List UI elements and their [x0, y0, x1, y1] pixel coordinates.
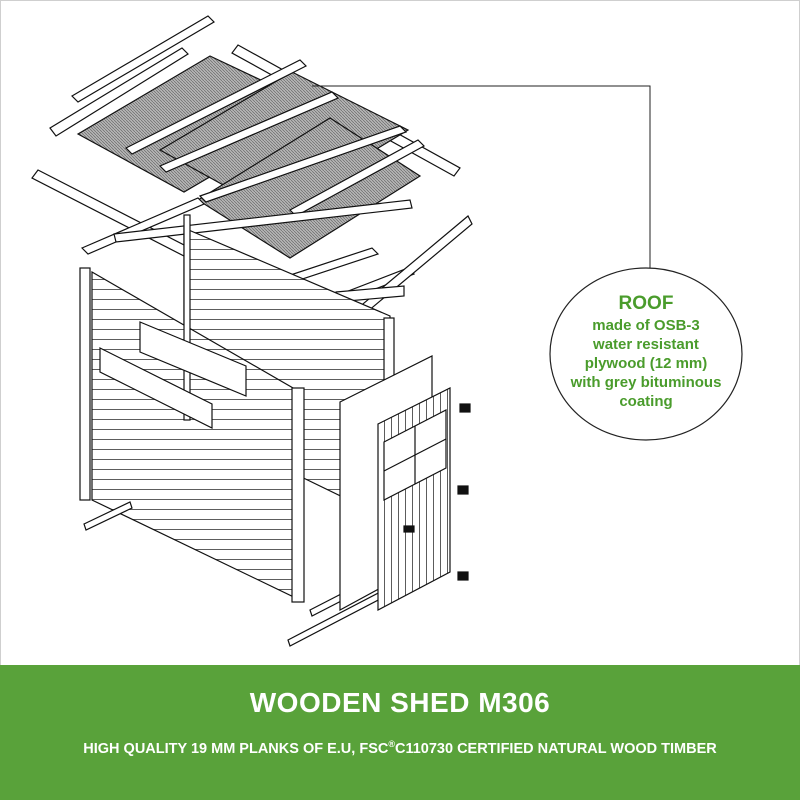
roof-fascia-rear: [71, 15, 215, 103]
product-subtitle: HIGH QUALITY 19 MM PLANKS OF E.U, FSC®C1…: [0, 739, 800, 757]
roof-callout-line-1: made of OSB-3: [592, 317, 700, 334]
roof-callout-title: ROOF: [618, 293, 674, 314]
corner-post-left: [79, 267, 91, 501]
door-handle-icon: [403, 525, 415, 533]
product-title: WOODEN SHED M306: [249, 687, 551, 718]
roof-callout-line-4: with grey bituminous: [570, 374, 722, 391]
roof-fascia-left: [49, 47, 189, 137]
roof-callout-text: ROOF made of OSB-3 water resistant plywo…: [556, 293, 736, 411]
front-wall-window: [99, 347, 213, 429]
roof-callout-line-2: water resistant: [593, 336, 699, 353]
subtitle-part-2: C110730 CERTIFIED NATURAL WOOD TIMBER: [394, 740, 717, 757]
registered-mark: ®: [388, 739, 395, 749]
roof-callout-line-3: plywood (12 mm): [584, 355, 708, 372]
subtitle-part-1: HIGH QUALITY 19 MM PLANKS OF E.U, FSC: [83, 740, 389, 757]
door-window-mullion-h: [383, 438, 447, 472]
floor-rail-left: [83, 501, 133, 531]
roof-callout: [312, 85, 743, 441]
product-banner: WOODEN SHED M306 HIGH QUALITY 19 MM PLAN…: [0, 665, 800, 800]
shed-exploded-diagram: [31, 15, 743, 647]
hinge-middle-icon: [457, 485, 469, 495]
callout-leader-line: [312, 85, 651, 275]
roof-batten-2: [158, 91, 340, 173]
door-assembly: [339, 355, 471, 612]
roof-callout-line-5: coating: [619, 393, 673, 410]
callout-bubble: [549, 267, 743, 441]
hinge-bottom-icon: [457, 571, 469, 581]
corner-post-front: [291, 387, 305, 603]
hinge-top-icon: [459, 403, 471, 413]
roof-batten-1: [124, 59, 308, 155]
corner-post-mid: [183, 214, 191, 421]
back-wall-window: [139, 321, 247, 397]
roof-batten-3: [198, 125, 408, 203]
roof-beam-front-2: [80, 197, 206, 255]
